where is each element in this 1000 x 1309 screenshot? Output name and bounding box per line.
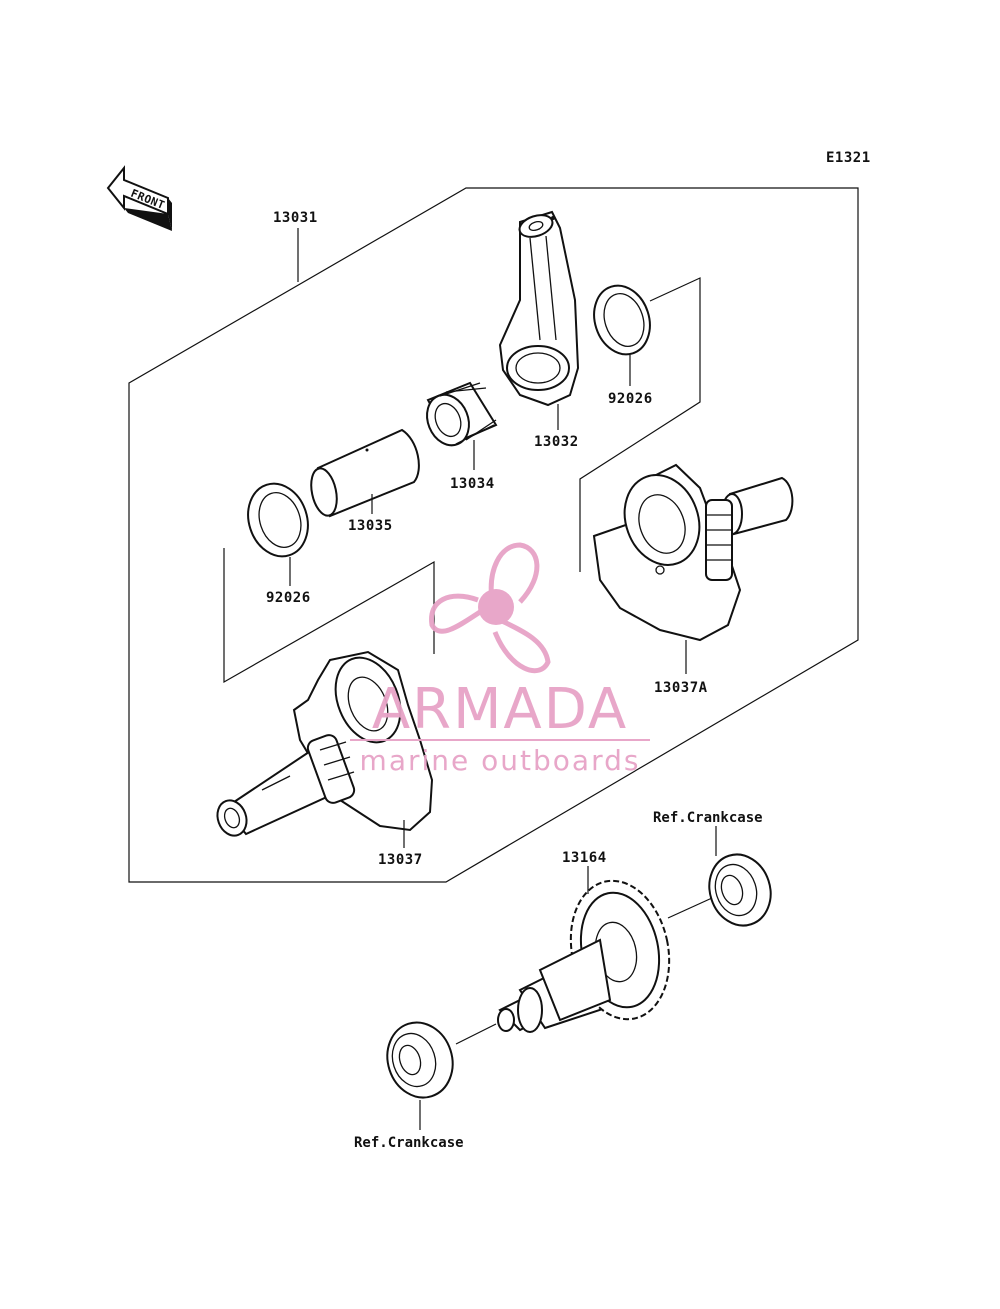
subgroup-outline-upper <box>579 277 701 572</box>
diagram-code: E1321 <box>826 150 871 166</box>
connecting-rod <box>498 210 580 407</box>
front-arrow-icon: FRONT <box>106 165 172 231</box>
washer-upper <box>593 284 651 356</box>
part-label-13035: 13035 <box>348 518 393 534</box>
balancer-shaft <box>497 879 671 1033</box>
needle-bearing <box>426 381 498 447</box>
part-label-13034: 13034 <box>450 476 495 492</box>
part-label-92026-lower: 92026 <box>266 590 311 606</box>
crank-half-a <box>592 463 794 642</box>
part-label-92026-upper: 92026 <box>608 391 653 407</box>
part-label-13031: 13031 <box>273 210 318 226</box>
ball-bearing-upper <box>708 853 772 927</box>
propeller-logo-icon <box>429 542 551 674</box>
ball-bearing-lower <box>386 1021 454 1099</box>
part-label-13032: 13032 <box>534 434 579 450</box>
watermark: ARMADA marine outboards <box>350 542 650 777</box>
ref-crankcase-lower: Ref.Crankcase <box>354 1135 464 1151</box>
part-label-13037A: 13037A <box>654 680 708 696</box>
watermark-brand: ARMADA <box>372 677 628 742</box>
watermark-tagline: marine outboards <box>360 744 641 777</box>
part-label-13164: 13164 <box>562 850 607 866</box>
washer-lower <box>247 482 309 558</box>
crank-pin <box>310 428 420 518</box>
part-label-13037: 13037 <box>378 852 423 868</box>
assembly-outline <box>128 187 859 883</box>
ref-crankcase-upper: Ref.Crankcase <box>653 810 763 826</box>
